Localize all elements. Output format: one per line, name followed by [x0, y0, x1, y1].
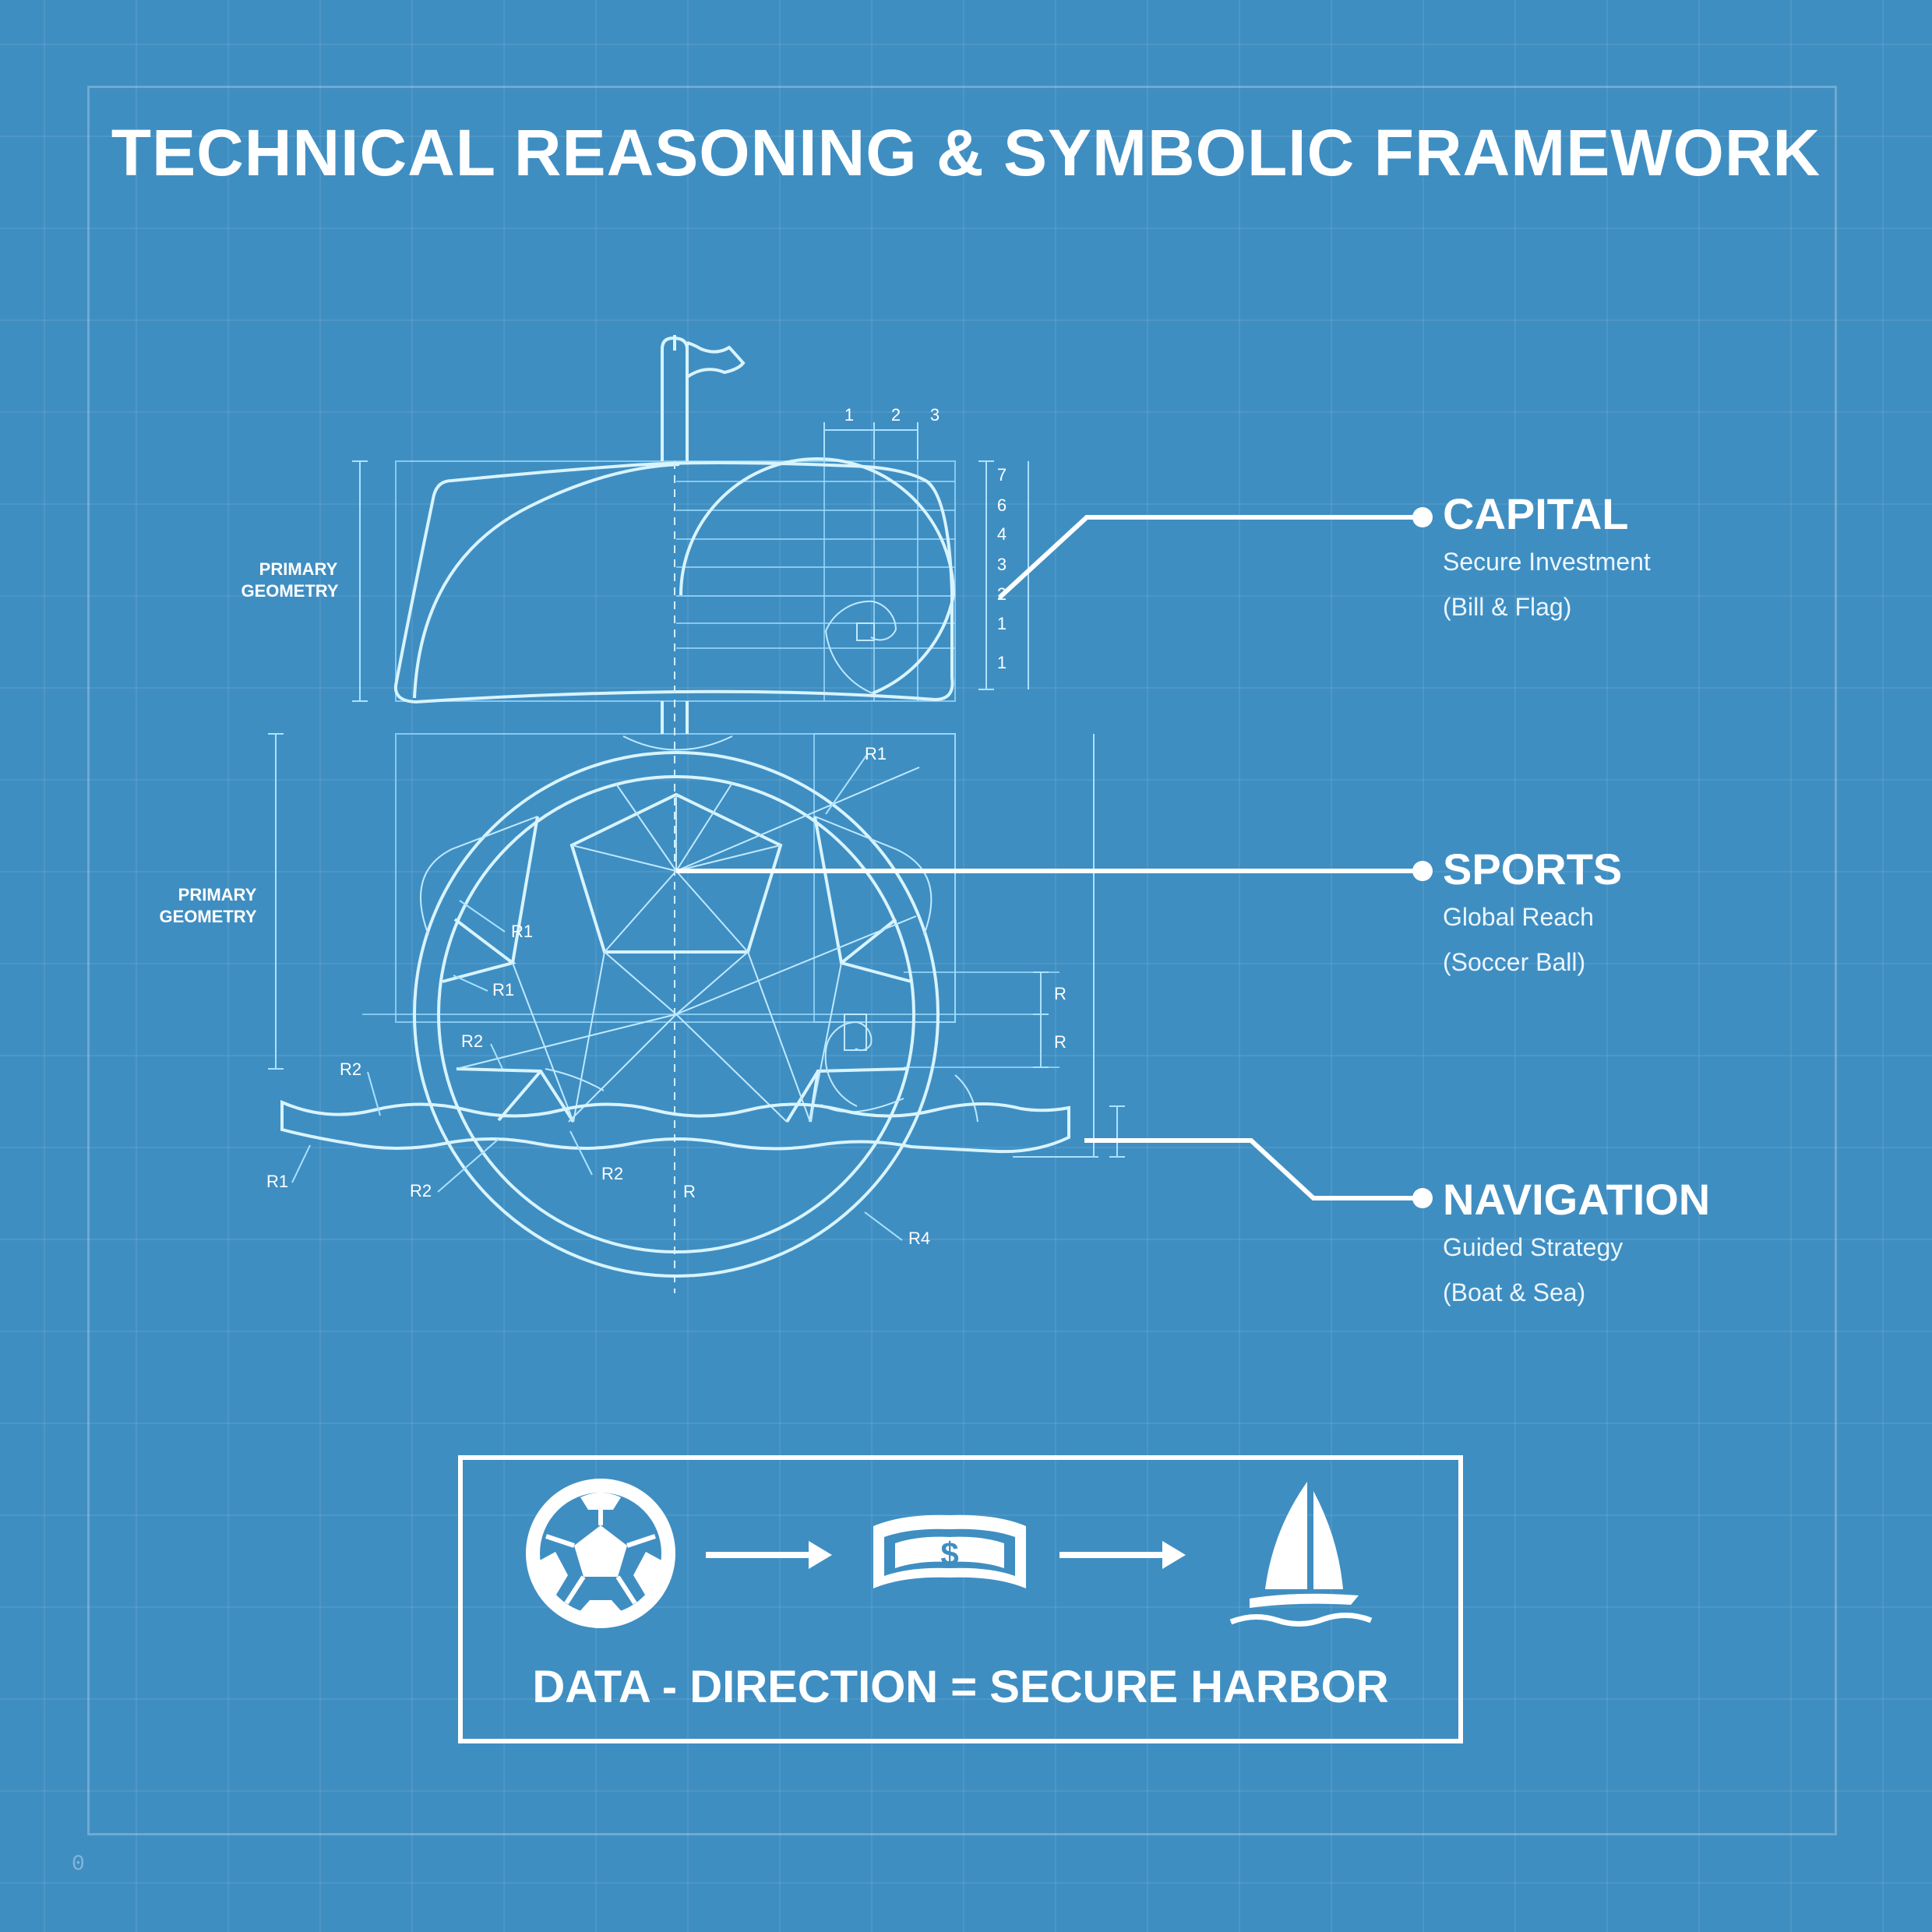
legend-box: $ DATA - DIRECTION = SECURE HARBOR: [458, 1455, 1463, 1743]
top-dimension-3: 3: [930, 405, 940, 425]
callout-title: CAPITAL: [1443, 489, 1629, 538]
callout-detail: (Bill & Flag): [1443, 593, 1572, 621]
top-dimension-2: 2: [891, 405, 901, 425]
side-dimension-6: 6: [997, 495, 1007, 515]
radius-label: R: [1054, 1032, 1066, 1052]
side-dimension-1b: 1: [997, 653, 1007, 672]
radius-label: R: [683, 1182, 696, 1201]
top-dimension-1: 1: [844, 405, 854, 425]
side-dimension-4: 4: [997, 524, 1007, 544]
radius-label: R2: [461, 1031, 483, 1051]
soccer-ball-drawing: [413, 735, 978, 1278]
callout-capital: CAPITAL Secure Investment (Bill & Flag): [1443, 489, 1651, 629]
primary-geometry-label-bottom-2: GEOMETRY: [159, 907, 256, 926]
page-number: 0: [72, 1853, 85, 1877]
callout-detail: (Boat & Sea): [1443, 1278, 1586, 1306]
wave-drawing: [280, 1099, 1070, 1154]
legend-icons: $: [526, 1479, 1373, 1628]
label-arrows: [291, 755, 903, 1241]
callout-title: NAVIGATION: [1443, 1175, 1711, 1224]
primary-geometry-label-top-2: GEOMETRY: [241, 581, 338, 601]
callout-leaders: [676, 507, 1433, 1208]
radius-label: R1: [492, 980, 514, 999]
dollar-bill-icon: $: [873, 1514, 1026, 1588]
side-dimension-3: 3: [997, 555, 1007, 574]
flag-drawing: [661, 335, 746, 734]
arrow-right-icon: [706, 1541, 832, 1569]
arrow-right-icon: [1059, 1541, 1186, 1569]
primary-geometry-label-top: PRIMARY: [259, 559, 338, 579]
page-title: TECHNICAL REASONING & SYMBOLIC FRAMEWORK: [111, 116, 1821, 189]
radius-label: R: [1054, 984, 1066, 1003]
radius-label: R1: [865, 744, 887, 763]
callout-detail: (Soccer Ball): [1443, 948, 1586, 976]
soccer-ball-icon: [526, 1479, 675, 1628]
radius-label: R2: [601, 1164, 623, 1183]
radius-label: R4: [908, 1229, 930, 1248]
callout-navigation: NAVIGATION Guided Strategy (Boat & Sea): [1443, 1175, 1710, 1315]
dimension-labels: PRIMARY GEOMETRY PRIMARY GEOMETRY 1 2 3 …: [159, 405, 1066, 1248]
callout-subtitle: Secure Investment: [1443, 548, 1651, 576]
blueprint-frame: [87, 86, 1837, 1835]
legend-formula: DATA - DIRECTION = SECURE HARBOR: [532, 1662, 1389, 1712]
radius-label: R2: [410, 1181, 432, 1200]
callout-sports: SPORTS Global Reach (Soccer Ball): [1443, 844, 1622, 985]
dimension-lines: [268, 422, 1125, 1158]
callout-title: SPORTS: [1443, 844, 1623, 894]
side-dimension-7: 7: [997, 465, 1007, 485]
radius-label: R1: [511, 922, 533, 941]
radius-label: R2: [340, 1059, 361, 1079]
side-dimension-1a: 1: [997, 614, 1007, 633]
radius-label: R1: [266, 1172, 288, 1191]
primary-geometry-label-bottom: PRIMARY: [178, 885, 257, 904]
callout-subtitle: Global Reach: [1443, 903, 1594, 931]
sailboat-icon: [1229, 1482, 1373, 1627]
callout-subtitle: Guided Strategy: [1443, 1233, 1624, 1261]
dollar-symbol: $: [940, 1535, 958, 1572]
bill-drawing: [393, 457, 956, 1293]
